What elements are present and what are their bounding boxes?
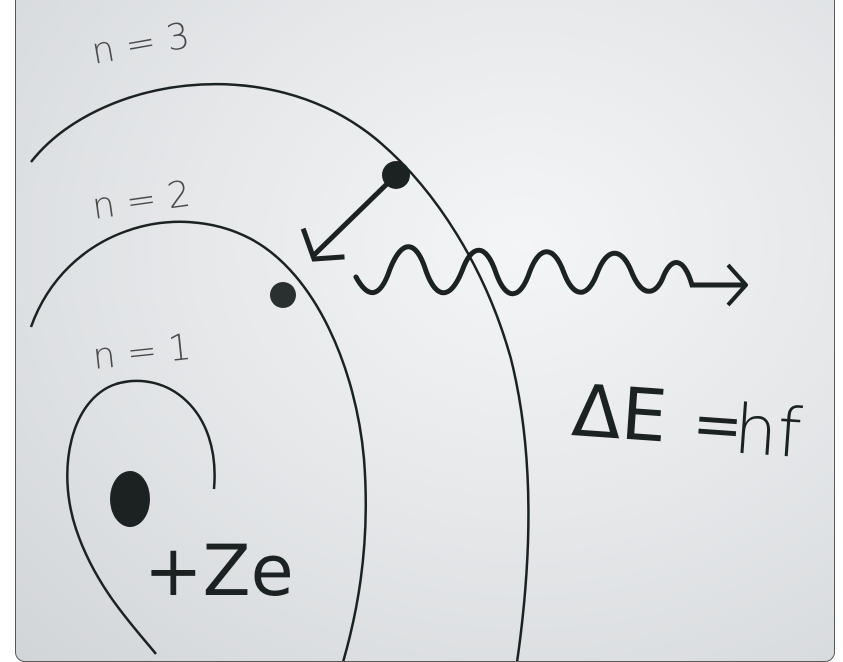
electron-n2	[270, 282, 296, 308]
nucleus	[110, 471, 150, 527]
bohr-model-diagram: n = 3 n = 2 n = 1 +Ze ΔE = hf	[29, 15, 804, 661]
orbit-n2	[29, 220, 367, 661]
label-n3: n = 3	[88, 15, 192, 73]
equation-rhs: hf	[732, 390, 804, 473]
equation-equals: =	[690, 389, 745, 462]
photo-frame: n = 3 n = 2 n = 1 +Ze ΔE = hf	[15, 0, 835, 662]
orbit-n1	[66, 379, 216, 655]
label-n1: n = 1	[91, 327, 194, 378]
transition-arrow	[300, 175, 396, 262]
photon-wave	[353, 244, 747, 297]
label-n2: n = 2	[90, 174, 194, 228]
orbit-n3	[30, 82, 530, 661]
equation-delta-e: ΔE	[569, 368, 669, 458]
photon-arrowhead	[726, 263, 748, 307]
energy-equation: ΔE = hf	[569, 368, 804, 474]
nucleus-charge-label: +Ze	[144, 530, 294, 612]
